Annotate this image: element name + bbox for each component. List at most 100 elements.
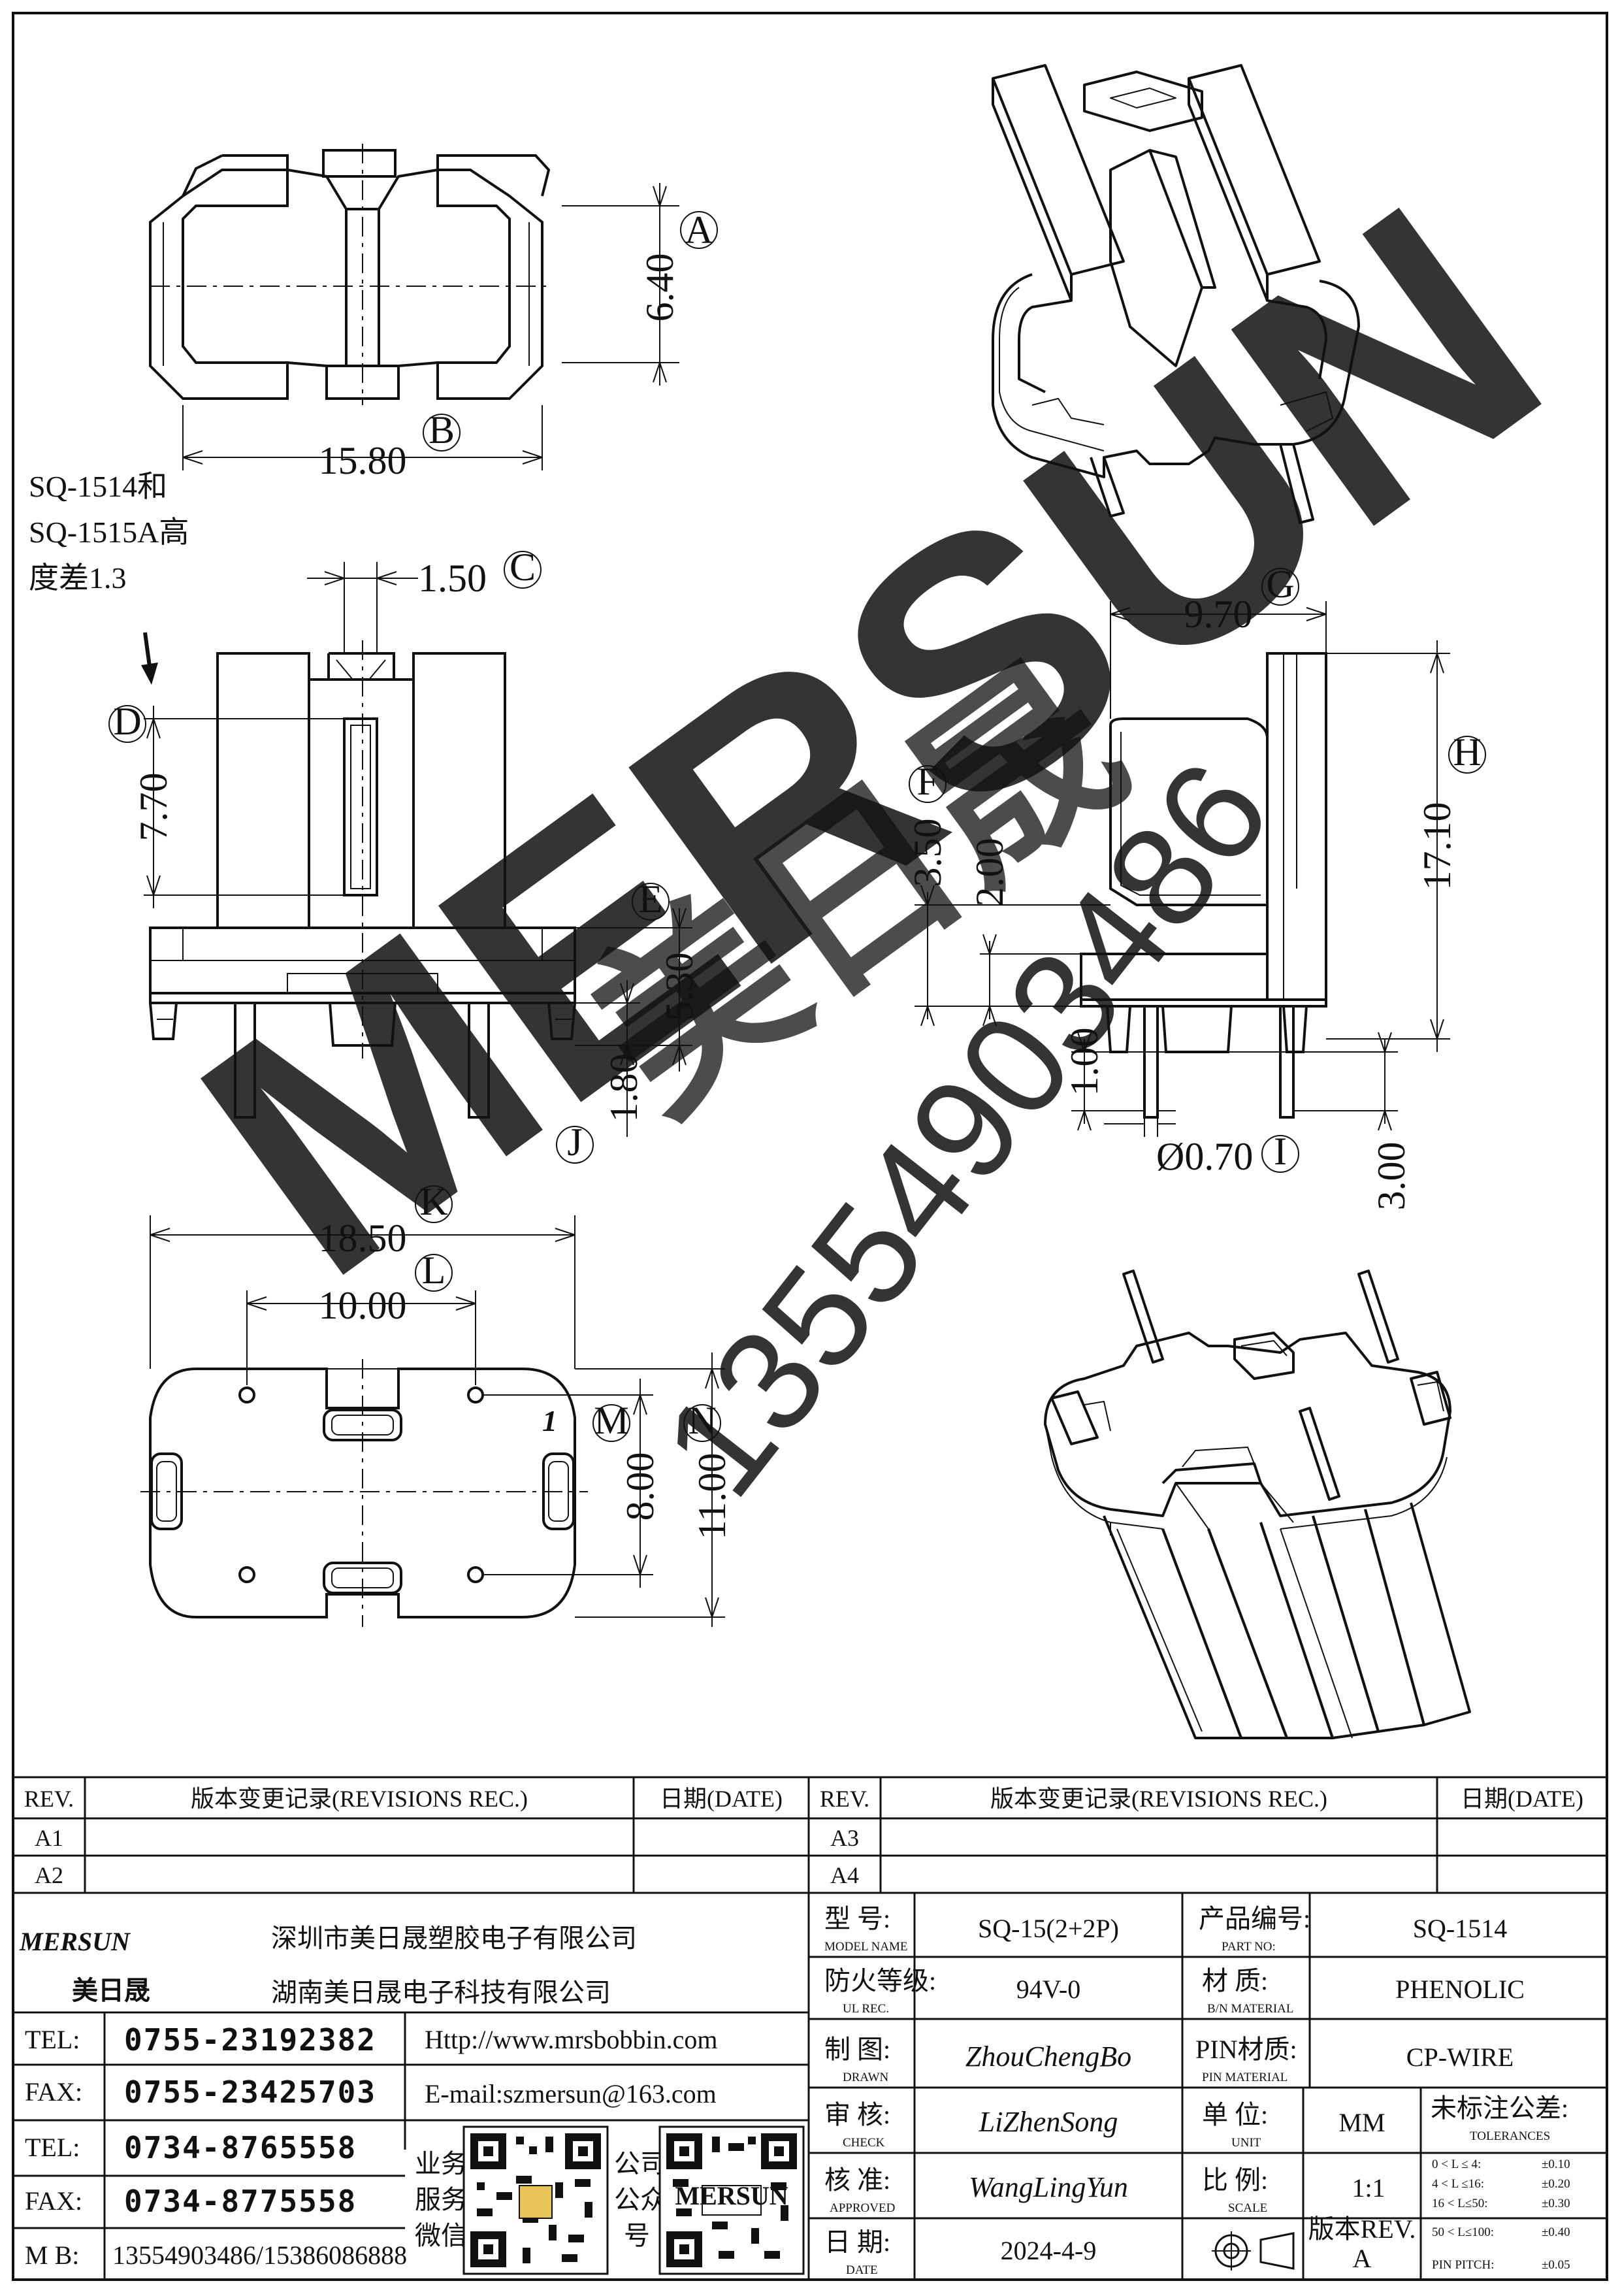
date-label: 日 期: [824, 2227, 890, 2257]
company-name-2: 湖南美日晟电子科技有限公司 [271, 1978, 611, 2007]
front-view [149, 640, 576, 1119]
tol-value-4: ±0.40 [1542, 2225, 1570, 2239]
qr-right-label-2: 公众 [614, 2185, 666, 2214]
date-label-en: DATE [846, 2263, 878, 2277]
contact-value-fax-2: 0734-8775558 [124, 2184, 357, 2219]
drawn-label: 制 图: [824, 2035, 890, 2064]
dim-D-value: 7.70 [132, 773, 175, 842]
dim-L-value: 10.00 [319, 1284, 407, 1327]
dim-B-value: 15.80 [319, 439, 407, 482]
dim-C-value: 1.50 [418, 557, 487, 600]
check-label-en: CHECK [843, 2136, 885, 2150]
company-email: E-mail:szmersun@163.com [425, 2079, 717, 2108]
arrow-indicator [141, 632, 158, 685]
note-line-1: SQ-1514和 [29, 470, 167, 503]
dim-A [562, 183, 718, 385]
qr-code-official: MERSUN [658, 2125, 805, 2275]
rev-left-header-rev: REV. [24, 1786, 74, 1812]
dim-H [1326, 640, 1486, 1052]
model-label: 型 号: [824, 1904, 890, 1933]
dim-J-label: J [567, 1121, 582, 1164]
dim-L [246, 1254, 476, 1385]
isometric-view-top [992, 64, 1360, 524]
company-logo: MERSUN [19, 1927, 131, 1956]
tol-range-2: 4 < L ≤16: [1432, 2177, 1484, 2191]
dim-G-label: G [1266, 563, 1294, 606]
rev-left-row-a1: A1 [35, 1825, 63, 1851]
ul-label: 防火等级: [824, 1966, 936, 1995]
dim-D-label: D [113, 700, 141, 743]
dim-A-value: 6.40 [638, 254, 681, 322]
drawn-label-en: DRAWN [843, 2071, 889, 2084]
dim-M [483, 1379, 653, 1588]
version-label: 版本REV. [1308, 2214, 1416, 2244]
dim-I3-value: 3.00 [1370, 1142, 1413, 1211]
dim-N-label: N [688, 1399, 716, 1442]
material-label-en: B/N MATERIAL [1207, 2002, 1293, 2016]
qr-left-label-3: 微信 [415, 2221, 467, 2250]
dim-K-value: 18.50 [319, 1217, 407, 1260]
tol-range-1: 0 < L ≤ 4: [1432, 2157, 1481, 2171]
rev-right-header-date: 日期(DATE) [1461, 1786, 1583, 1812]
company-name-1: 深圳市美日晟塑胶电子有限公司 [271, 1924, 637, 1953]
tol-value-3: ±0.30 [1542, 2197, 1570, 2210]
isometric-view-bottom [1044, 1270, 1471, 1739]
rev-left-header-rec: 版本变更记录(REVISIONS REC.) [191, 1786, 528, 1812]
tol-value-2: ±0.20 [1542, 2177, 1570, 2191]
tol-value-1: ±0.10 [1542, 2157, 1570, 2171]
rev-left-header-date: 日期(DATE) [660, 1786, 783, 1812]
dim-C-label: C [510, 546, 536, 589]
dim-E-label: E [639, 877, 663, 921]
qr-code-wechat [462, 2125, 609, 2275]
dim-M-label: M [594, 1399, 628, 1442]
note-line-3: 度差1.3 [29, 561, 127, 595]
contact-label-mb: M B: [25, 2240, 79, 2270]
material-label: 材 质: [1202, 1966, 1268, 1995]
model-value: SQ-15(2+2P) [978, 1914, 1119, 1943]
dim-G [1110, 568, 1327, 719]
dim-N-value: 11.00 [690, 1453, 734, 1540]
rev-right-row-a3: A3 [830, 1825, 859, 1851]
dim-C [307, 551, 542, 653]
drawn-value: ZhouChengBo [965, 2041, 1131, 2073]
dim-K [150, 1185, 575, 1369]
dim-F-label: F [916, 760, 938, 803]
date-value: 2024-4-9 [1001, 2236, 1097, 2265]
rev-left-row-a2: A2 [35, 1862, 63, 1888]
rev-right-row-a4: A4 [830, 1862, 859, 1888]
qr-left-label-1: 业务 [415, 2149, 467, 2178]
material-value: PHENOLIC [1395, 1975, 1525, 2004]
pin-one-marker: 1 [542, 1404, 557, 1437]
contact-value-fax-1: 0755-23425703 [124, 2075, 376, 2110]
scale-value: 1:1 [1352, 2173, 1385, 2203]
dim-I-label: I [1274, 1130, 1287, 1173]
contact-label-fax-2: FAX: [25, 2186, 82, 2216]
ul-value: 94V-0 [1016, 1975, 1081, 2004]
contact-label-fax-1: FAX: [25, 2077, 82, 2107]
dim-F [909, 765, 1110, 1026]
unit-label-en: UNIT [1231, 2136, 1261, 2150]
dim-I-value: Ø0.70 [1156, 1135, 1253, 1178]
dim-H-value: 17.10 [1416, 802, 1459, 891]
qr-right-label-1: 公司 [614, 2149, 666, 2178]
dim-J-value: 1.80 [602, 1054, 645, 1123]
side-view [1080, 652, 1327, 1119]
rev-right-header-rec: 版本变更记录(REVISIONS REC.) [990, 1786, 1327, 1812]
dim-N [575, 1353, 725, 1627]
contact-value-tel-1: 0755-23192382 [124, 2022, 376, 2058]
top-view [149, 144, 551, 405]
dim-E [575, 883, 692, 1072]
dim-I [1071, 1032, 1398, 1173]
check-value: LiZhenSong [979, 2106, 1118, 2138]
dim-A-label: A [685, 208, 713, 252]
tolerance-label-en: TOLERANCES [1470, 2129, 1550, 2143]
approved-value: WangLingYun [969, 2171, 1128, 2203]
pin-label-en: PIN MATERIAL [1202, 2071, 1288, 2084]
dim-B [182, 405, 543, 470]
dim-K-label: K [419, 1180, 447, 1223]
approved-label-en: APPROVED [830, 2201, 895, 2215]
contact-label-tel-2: TEL: [25, 2133, 80, 2162]
tol-value-5: ±0.05 [1542, 2258, 1570, 2272]
bottom-view [140, 1359, 588, 1627]
